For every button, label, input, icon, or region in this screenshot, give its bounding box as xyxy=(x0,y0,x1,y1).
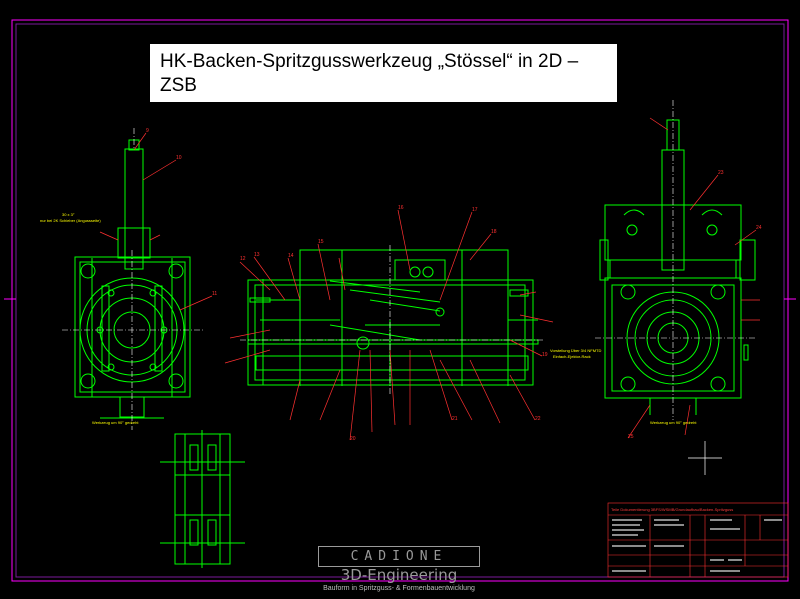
svg-text:16: 16 xyxy=(398,205,404,211)
svg-text:12: 12 xyxy=(240,256,246,262)
title-block-cells xyxy=(612,519,782,572)
left-view-centerlines xyxy=(62,128,205,430)
svg-text:17: 17 xyxy=(472,207,478,213)
right-view xyxy=(599,119,756,415)
svg-text:25: 25 xyxy=(628,434,634,440)
svg-text:14: 14 xyxy=(288,253,294,259)
watermark-logo: CADIONE xyxy=(318,546,480,567)
svg-text:11: 11 xyxy=(212,291,217,297)
left-view-note-1: 30 x 3° xyxy=(62,212,75,217)
watermark-subline: Bauform in Spritzguss- & Formenbauentwic… xyxy=(323,585,475,592)
balloon-leaders xyxy=(99,117,760,441)
title-block xyxy=(607,502,789,578)
section-note-1: Vorstellung Über 3/4 NFMTD xyxy=(550,348,601,353)
right-view-bottom-note: Werkzeug um 90° gedreht xyxy=(650,420,697,425)
svg-text:19: 19 xyxy=(542,352,548,358)
section-note-2: Einfach-Ejektor-Rack xyxy=(553,354,591,359)
svg-text:22: 22 xyxy=(535,416,541,422)
detail-view xyxy=(160,430,245,568)
outer-frame xyxy=(11,19,789,582)
section-view xyxy=(247,249,539,386)
svg-text:23: 23 xyxy=(718,170,724,176)
svg-text:18: 18 xyxy=(491,229,497,235)
right-view-centerlines xyxy=(595,100,755,420)
cadione-watermark: CADIONE 3D-Engineering Bauform in Spritz… xyxy=(318,546,480,594)
svg-text:10: 10 xyxy=(176,155,182,161)
svg-text:13: 13 xyxy=(254,252,260,258)
watermark-tagline: 3D-Engineering xyxy=(340,566,458,584)
left-view-bottom-note: Werkzeug um 90° gedreht xyxy=(92,420,139,425)
left-view xyxy=(74,139,191,419)
svg-text:24: 24 xyxy=(756,225,762,231)
inner-frame xyxy=(15,23,785,578)
drawing-title: HK-Backen-Spritzgusswerkzeug „Stössel“ i… xyxy=(150,44,617,102)
section-centerlines xyxy=(240,245,545,395)
svg-text:15: 15 xyxy=(318,239,324,245)
svg-text:9: 9 xyxy=(146,128,149,134)
balloon-marks: 9 10 11 12 13 14 15 16 17 18 19 20 21 22… xyxy=(146,128,762,442)
ucs-crosshair xyxy=(688,441,722,475)
title-block-header: Teile Dokumentierung 3BFS/WSMB/Grundaufb… xyxy=(611,507,733,512)
svg-text:21: 21 xyxy=(452,416,458,422)
svg-text:20: 20 xyxy=(350,436,356,442)
left-view-note-2: nur bei 2K Schieber (Angussseite) xyxy=(40,218,101,223)
